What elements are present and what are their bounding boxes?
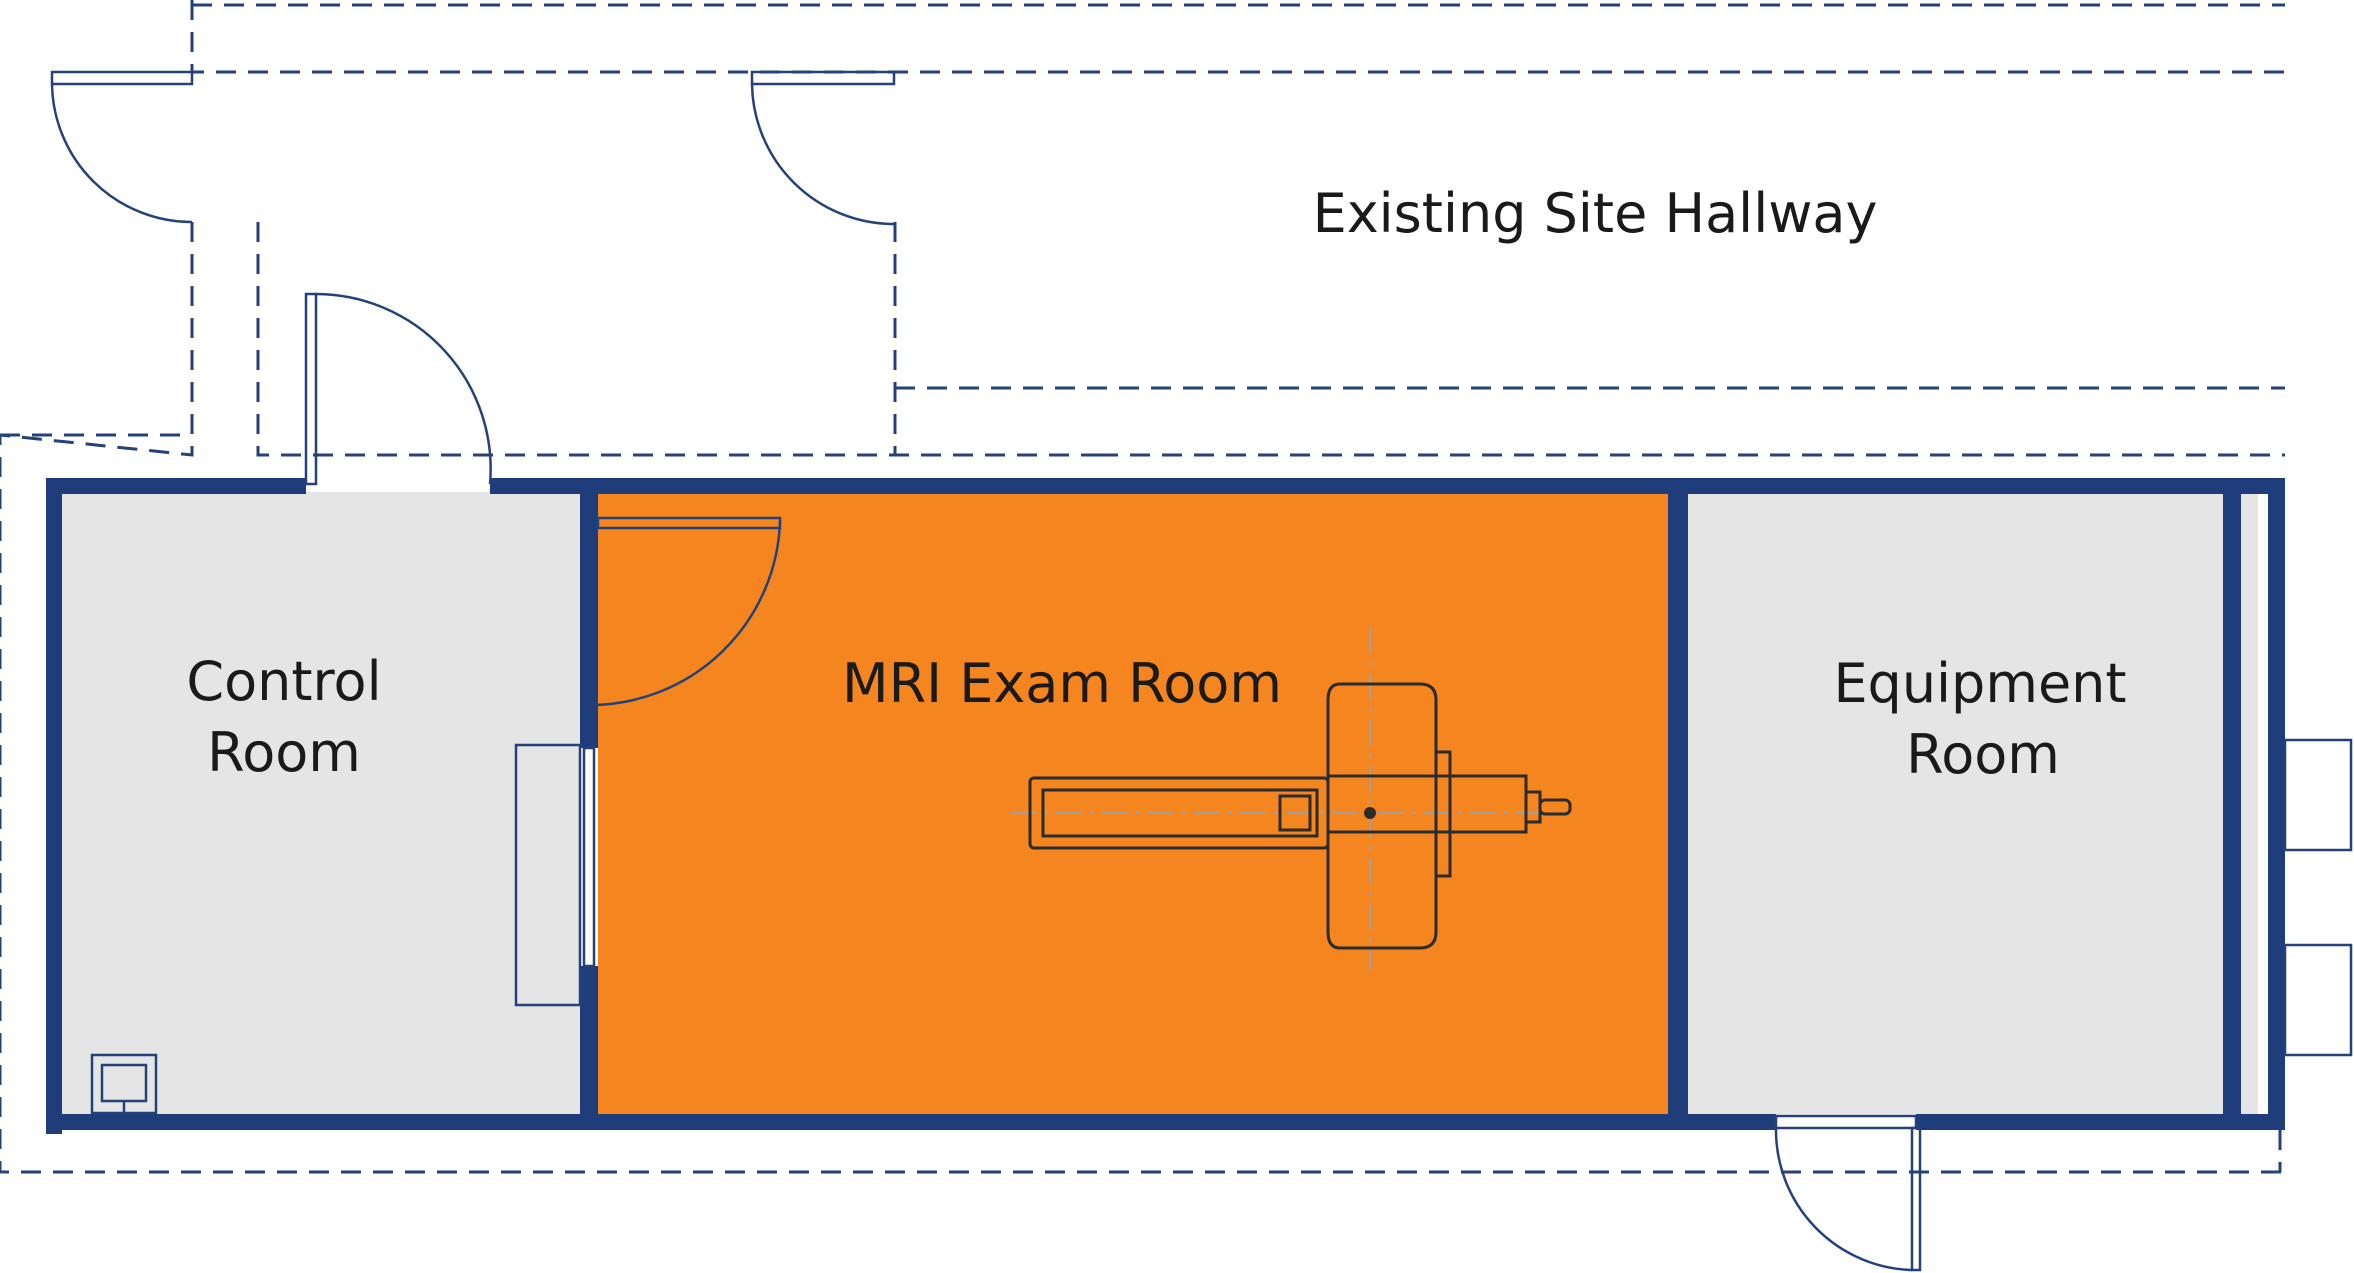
mri-exam-room-floor [598, 492, 1668, 1114]
control-room-floor [60, 492, 580, 1114]
control-desk [514, 743, 582, 1007]
equipment-room-label-line1: Equipment [1833, 652, 2126, 715]
exterior-unit-1 [2283, 738, 2353, 852]
mri-scanner-icon [1010, 628, 1572, 970]
mri-room-door [589, 516, 782, 707]
control-room-label-line2: Room [207, 721, 361, 784]
control-room-label-line1: Control [186, 650, 381, 713]
hallway-door-right [750, 70, 896, 226]
observation-window [580, 746, 598, 968]
mri-room-label: MRI Exam Room [842, 652, 1282, 715]
equipment-room-label-line2: Room [1906, 723, 2060, 786]
hallway-label: Existing Site Hallway [1313, 182, 1878, 245]
control-room-door [304, 292, 492, 486]
sink-icon [90, 1053, 158, 1115]
hallway-door-left [50, 70, 194, 224]
corridor-strip-floor [2240, 492, 2258, 1114]
building-walls [46, 478, 2285, 1134]
equipment-room-door [1774, 1114, 1922, 1272]
exterior-unit-2 [2283, 943, 2353, 1057]
equipment-room-floor [1688, 492, 2223, 1114]
